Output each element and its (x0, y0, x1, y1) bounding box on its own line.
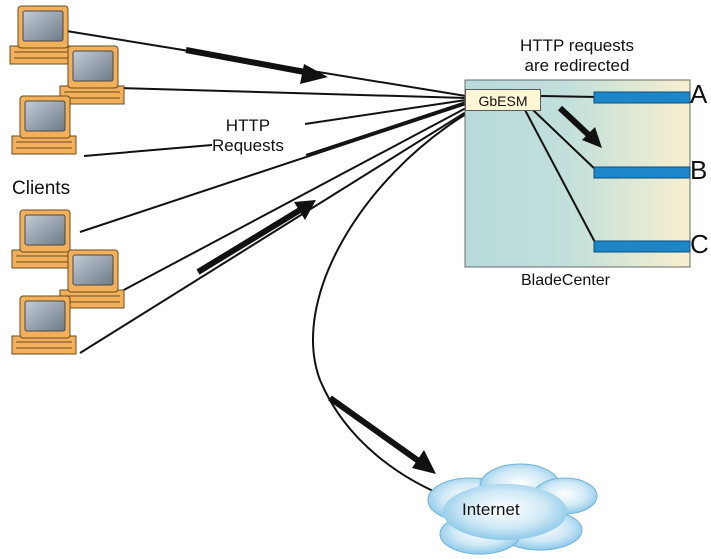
clients-label: Clients (12, 178, 71, 199)
arrow-icon (196, 200, 316, 275)
redirect-line-2: are redirected (524, 55, 630, 75)
blade-bar-c (593, 240, 691, 253)
client-computer-icon (59, 45, 125, 105)
blade-links (524, 95, 598, 247)
client-links (47, 27, 467, 501)
client-computer-icon (11, 209, 77, 269)
blade-label-a: A (690, 79, 708, 109)
redirect-label: HTTP requests are redirected (497, 36, 657, 75)
arrow-icon (328, 395, 436, 474)
blade-label-c: C (690, 229, 709, 259)
cloud-icon (427, 463, 598, 555)
client-computer-icon (11, 95, 77, 155)
http-requests-line-1: HTTP (225, 116, 271, 135)
bladecenter-label: BladeCenter (521, 272, 610, 289)
http-requests-label: HTTP Requests (212, 116, 284, 156)
internet-label: Internet (462, 500, 520, 519)
blade-label-b: B (690, 155, 708, 185)
redirect-line-1: HTTP requests (519, 36, 634, 55)
arrow-icon (185, 47, 328, 84)
gbesm-switch: GbESM (465, 89, 541, 111)
blade-bar-a (593, 91, 691, 104)
arrow-icon (557, 105, 602, 148)
http-requests-line-2: Requests (212, 135, 284, 155)
client-computer-icon (9, 5, 75, 65)
client-computer-icon (11, 295, 77, 355)
blade-bar-b (593, 166, 691, 179)
